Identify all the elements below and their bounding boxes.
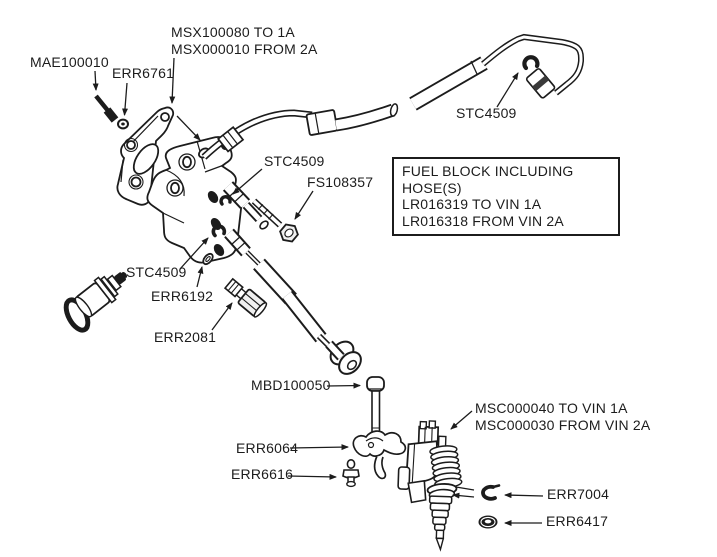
part-label-msc-line1: MSC000040 TO VIN 1A — [475, 400, 628, 416]
plug-err6616-drawing — [342, 458, 360, 488]
injector-drawing — [397, 420, 463, 552]
injector-pipe-drawing — [224, 228, 362, 375]
part-label-err6192: ERR6192 — [151, 288, 214, 304]
part-label-msc: MSC000040 TO VIN 1A MSC000030 FROM VIN 2… — [475, 400, 650, 434]
sensor-err2081-drawing — [223, 277, 268, 318]
note-box-line1: FUEL BLOCK INCLUDING HOSE(S) — [402, 163, 574, 196]
fuel-hose-drawing — [201, 33, 584, 160]
part-label-fs108357: FS108357 — [307, 174, 374, 190]
part-label-err6616: ERR6616 — [231, 466, 294, 482]
part-label-msx: MSX100080 TO 1A MSX000010 FROM 2A — [171, 24, 318, 58]
union-and-bolt-drawing — [202, 181, 299, 266]
part-label-mae100010: MAE100010 — [30, 54, 109, 70]
fuel-block-note-box: FUEL BLOCK INCLUDING HOSE(S) LR016319 TO… — [392, 157, 620, 236]
part-label-err6761: ERR6761 — [112, 65, 175, 81]
regulator-drawing — [63, 271, 128, 333]
fork-err6064-drawing — [352, 430, 407, 480]
part-label-msc-line2: MSC000030 FROM VIN 2A — [475, 417, 651, 433]
fuel-block-drawing — [146, 136, 243, 264]
note-box-line3: LR016318 FROM VIN 2A — [402, 212, 564, 229]
leader-lines — [92, 57, 544, 526]
part-label-msx-line1: MSX100080 TO 1A — [171, 24, 295, 40]
part-label-stc4509-block: STC4509 — [264, 153, 325, 169]
part-label-mbd100050: MBD100050 — [251, 377, 331, 393]
part-label-err6417: ERR6417 — [546, 513, 609, 529]
bolt-mbd100050-drawing — [366, 376, 385, 437]
washer-err6417-drawing — [478, 515, 498, 529]
part-label-stc4509-regulator: STC4509 — [126, 264, 187, 280]
part-label-stc4509-hose: STC4509 — [456, 105, 517, 121]
part-label-err7004: ERR7004 — [547, 486, 610, 502]
part-label-msx-line2: MSX000010 FROM 2A — [171, 41, 318, 57]
part-label-err6064: ERR6064 — [236, 440, 299, 456]
note-box-line2: LR016319 TO VIN 1A — [402, 196, 542, 212]
part-label-err2081: ERR2081 — [154, 329, 217, 345]
bracket-assembly-drawing — [94, 94, 175, 206]
clip-err7004-drawing — [481, 484, 501, 501]
